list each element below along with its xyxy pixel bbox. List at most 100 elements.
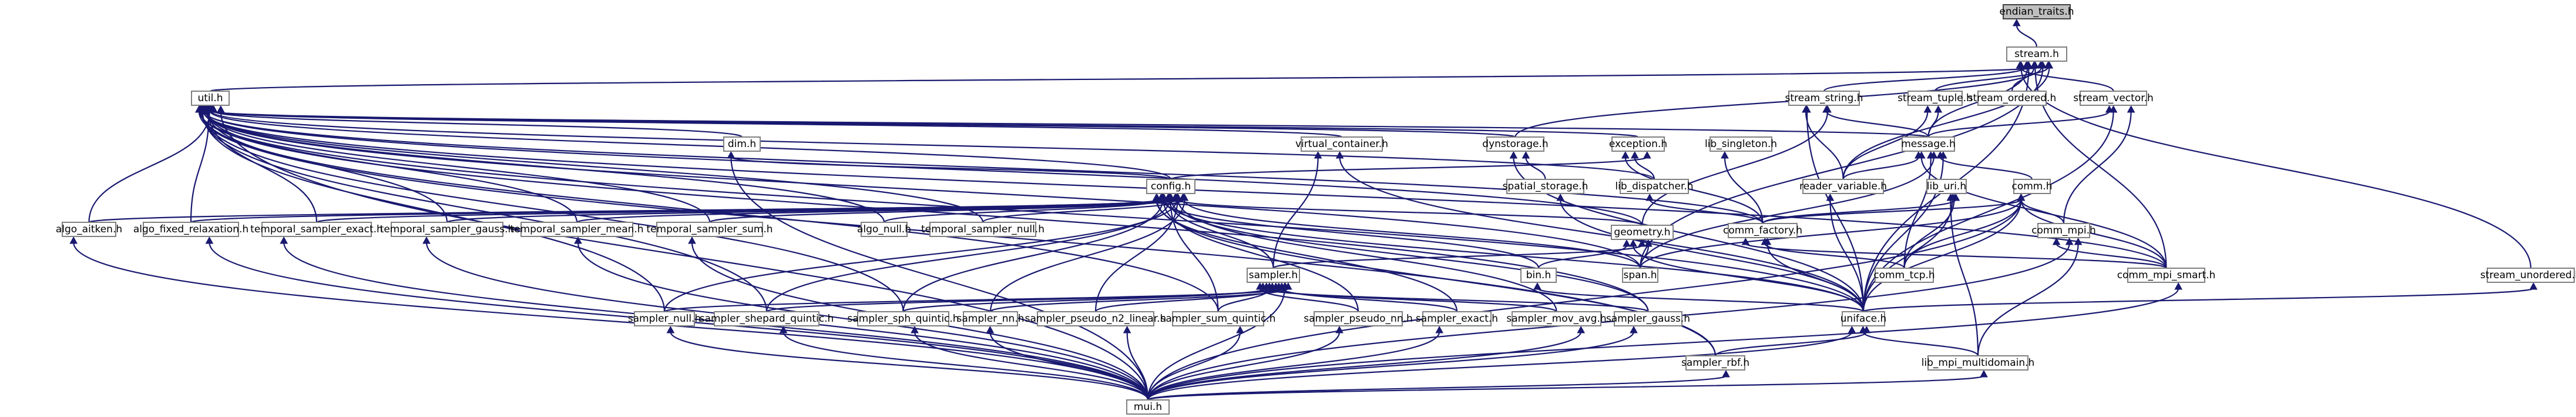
edge-line bbox=[1806, 111, 1865, 312]
node-message[interactable]: message.h bbox=[1901, 136, 1956, 152]
edge-arrowhead bbox=[2024, 61, 2033, 69]
node-algo-null[interactable]: algo_null.h bbox=[857, 222, 911, 237]
node-mui[interactable]: mui.h bbox=[1126, 399, 1170, 415]
node-label: stream_unordered.h bbox=[2480, 269, 2576, 281]
node-dim[interactable]: dim.h bbox=[723, 136, 761, 152]
node-sampler-sph-quintic[interactable]: sampler_sph_quintic.h bbox=[847, 311, 959, 326]
node-lib-singleton[interactable]: lib_singleton.h bbox=[1705, 136, 1777, 152]
edge-line bbox=[1161, 199, 1540, 269]
node-stream-ordered[interactable]: stream_ordered.h bbox=[1968, 91, 2056, 106]
edge-arrowhead bbox=[1763, 237, 1772, 245]
node-dynstorage[interactable]: dynstorage.h bbox=[1482, 136, 1549, 152]
node-algo-aitken[interactable]: algo_aitken.h bbox=[56, 222, 122, 237]
node-spatial-storage[interactable]: spatial_storage.h bbox=[1503, 179, 1588, 194]
node-label: comm.h bbox=[2011, 181, 2052, 192]
node-label: stream_vector.h bbox=[2073, 92, 2154, 104]
node-sampler[interactable]: sampler.h bbox=[1247, 268, 1300, 283]
node-reader-variable[interactable]: reader_variable.h bbox=[1799, 179, 1887, 194]
node-label: stream_ordered.h bbox=[1968, 92, 2056, 104]
node-box bbox=[1685, 355, 1745, 371]
node-box bbox=[1907, 91, 1963, 106]
node-label: comm_mpi.h bbox=[2031, 225, 2096, 236]
node-util[interactable]: util.h bbox=[191, 91, 230, 106]
node-comm-mpi[interactable]: comm_mpi.h bbox=[2031, 223, 2096, 238]
node-temporal-sampler-mean[interactable]: temporal_sampler_mean.h bbox=[510, 222, 644, 237]
node-endian-traits[interactable]: endian_traits.h bbox=[2000, 4, 2074, 19]
node-comm-factory[interactable]: comm_factory.h bbox=[1723, 223, 1802, 238]
edge-line bbox=[1927, 111, 2110, 138]
edge-line bbox=[1862, 331, 1979, 356]
edge-line bbox=[1147, 288, 2179, 401]
node-sampler-pseudo-nn[interactable]: sampler_pseudo_nn.h bbox=[1304, 311, 1413, 326]
edge-arrowhead bbox=[1917, 151, 1926, 159]
node-sampler-pseudo-n2-linear[interactable]: sampler_pseudo_n2_linear.h bbox=[1025, 311, 1167, 326]
node-lib-dispatcher[interactable]: lib_dispatcher.h bbox=[1615, 179, 1694, 194]
node-span[interactable]: span.h bbox=[1622, 268, 1658, 283]
edge-sampler_rbf-to-uniface bbox=[1714, 325, 1871, 356]
edge-arrowhead bbox=[1803, 105, 1811, 113]
node-stream-string[interactable]: stream_string.h bbox=[1785, 91, 1863, 106]
node-sampler-nn[interactable]: sampler_nn.h bbox=[956, 311, 1025, 326]
edge-arrowhead bbox=[69, 236, 78, 244]
edge-uniface-to-stream_unordered bbox=[1862, 282, 2538, 313]
edge-arrowhead bbox=[1741, 237, 1750, 245]
node-sampler-null[interactable]: sampler_null.h bbox=[628, 311, 701, 326]
edge-uniface-to-comm_factory bbox=[1763, 237, 1865, 312]
edge-uniface-to-virtual_container bbox=[1335, 151, 1865, 312]
node-stream-vector[interactable]: stream_vector.h bbox=[2073, 91, 2154, 106]
node-bin[interactable]: bin.h bbox=[1520, 268, 1557, 283]
edge-arrowhead bbox=[1335, 151, 1344, 159]
node-sampler-exact[interactable]: sampler_exact.h bbox=[1416, 311, 1498, 326]
edge-arrowhead bbox=[1509, 151, 1518, 159]
node-uniface[interactable]: uniface.h bbox=[1841, 311, 1887, 326]
edge-arrowhead bbox=[1934, 105, 1943, 113]
node-box bbox=[1802, 179, 1884, 194]
node-temporal-sampler-gauss[interactable]: temporal_sampler_gauss.h bbox=[380, 222, 515, 237]
node-box bbox=[2006, 46, 2067, 62]
node-label: comm_mpi_smart.h bbox=[2117, 269, 2216, 281]
edge-line bbox=[1639, 199, 2022, 269]
node-stream-tuple[interactable]: stream_tuple.h bbox=[1897, 91, 1973, 106]
edge-reader_variable-to-stream_tuple bbox=[1842, 105, 1932, 180]
node-box bbox=[143, 222, 239, 237]
node-lib-mpi-multidomain[interactable]: lib_mpi_multidomain.h bbox=[1922, 355, 2035, 371]
node-label: sampler_pseudo_n2_linear.h bbox=[1025, 313, 1167, 325]
node-algo-fixed-relaxation[interactable]: algo_fixed_relaxation.h bbox=[133, 222, 248, 237]
edge-arrowhead bbox=[194, 105, 203, 113]
node-comm-tcp[interactable]: comm_tcp.h bbox=[1873, 268, 1935, 283]
edge-arrowhead bbox=[1722, 369, 1730, 378]
node-box bbox=[1614, 311, 1682, 326]
node-sampler-sum-quintic[interactable]: sampler_sum_quintic.h bbox=[1161, 311, 1276, 326]
node-comm[interactable]: comm.h bbox=[2011, 179, 2053, 194]
edge-line bbox=[204, 111, 984, 223]
node-box bbox=[1620, 179, 1689, 194]
node-temporal-sampler-exact[interactable]: temporal_sampler_exact.h bbox=[250, 222, 383, 237]
node-sampler-moving-average[interactable]: sampler_mov_avg.h bbox=[1506, 311, 1607, 326]
edge-arrowhead bbox=[2109, 105, 2118, 113]
node-exception[interactable]: exception.h bbox=[1609, 136, 1667, 152]
edge-uniface-to-config bbox=[1160, 193, 1865, 312]
node-config[interactable]: config.h bbox=[1146, 179, 1195, 194]
node-temporal-sampler-sum[interactable]: temporal_sampler_sum.h bbox=[646, 222, 773, 237]
node-box bbox=[1875, 268, 1934, 283]
node-temporal-sampler-null[interactable]: temporal_sampler_null.h bbox=[921, 222, 1044, 237]
node-comm-mpi-smart[interactable]: comm_mpi_smart.h bbox=[2117, 268, 2216, 283]
node-virtual-container[interactable]: virtual_container.h bbox=[1295, 136, 1388, 152]
edge-line bbox=[1536, 287, 1865, 313]
edge-line bbox=[1126, 331, 1149, 401]
edge-line bbox=[201, 111, 768, 312]
edge-line bbox=[1170, 199, 1649, 312]
edge-line bbox=[206, 111, 711, 223]
edge-line bbox=[1762, 198, 2022, 225]
node-sampler-rbf[interactable]: sampler_rbf.h bbox=[1681, 355, 1749, 371]
node-stream-unordered[interactable]: stream_unordered.h bbox=[2480, 268, 2576, 283]
node-sampler-shepard-quintic[interactable]: sampler_shepard_quintic.h bbox=[700, 311, 834, 326]
node-sampler-gauss[interactable]: sampler_gauss.h bbox=[1606, 311, 1690, 326]
edge-arrowhead bbox=[2065, 237, 2074, 245]
edge-line bbox=[1950, 199, 1979, 356]
node-stream[interactable]: stream.h bbox=[2006, 46, 2067, 62]
edge-arrowhead bbox=[2012, 18, 2021, 26]
node-lib-uri[interactable]: lib_uri.h bbox=[1926, 179, 1967, 194]
edge-arrowhead bbox=[1174, 193, 1183, 201]
node-geometry[interactable]: geometry.h bbox=[1611, 225, 1674, 240]
